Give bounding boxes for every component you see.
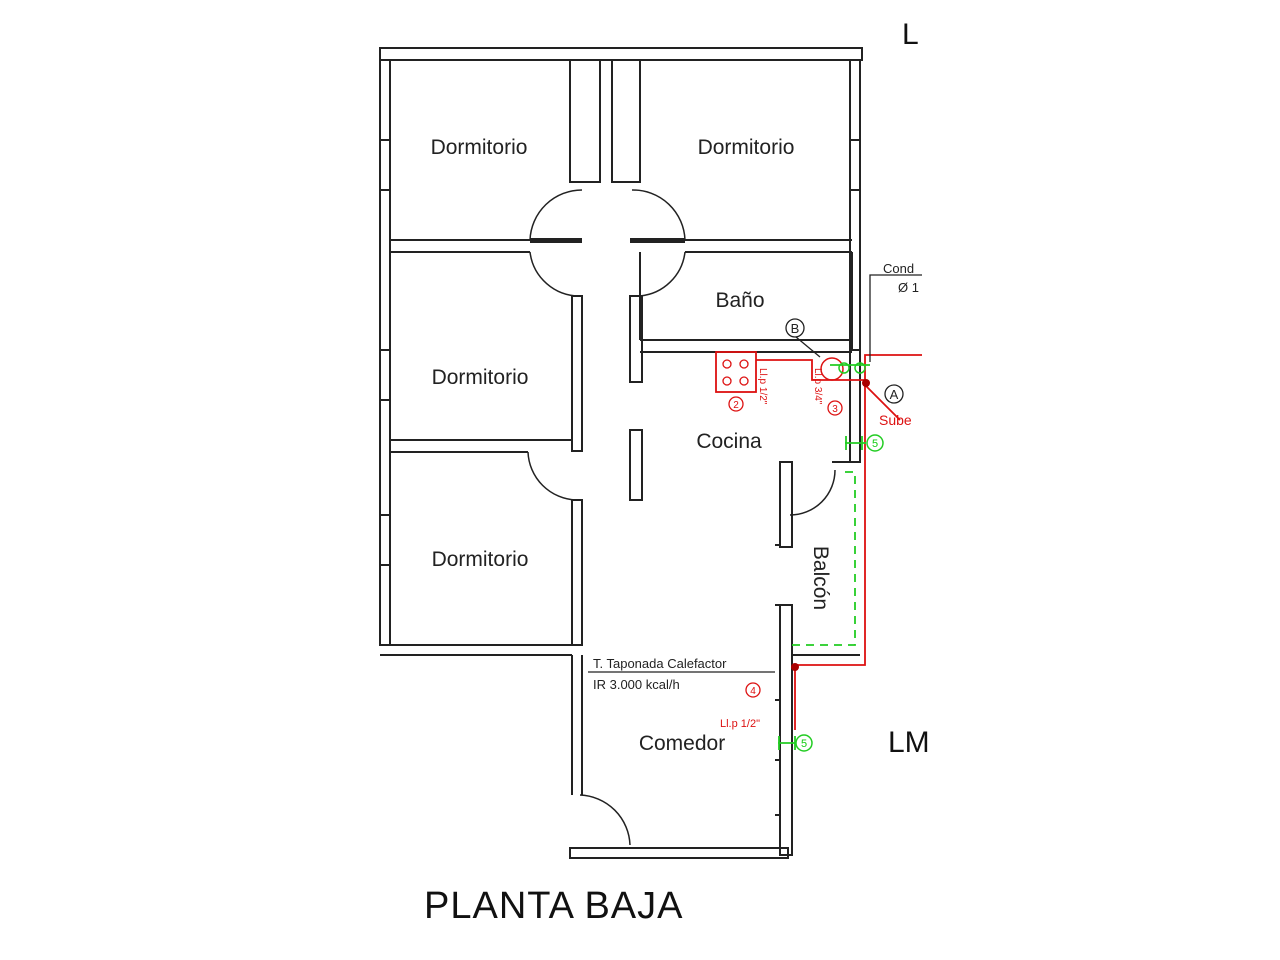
cond-label-line2: Ø 1 bbox=[898, 280, 919, 295]
svg-text:3: 3 bbox=[832, 404, 838, 415]
marker-5-comedor: 5 bbox=[795, 734, 813, 752]
room-label-dormitorio-top-left: Dormitorio bbox=[431, 136, 528, 159]
room-label-balcon: Balcón bbox=[809, 546, 832, 610]
llp-three-quarter-label: Ll.p 3/4" bbox=[812, 368, 823, 405]
calefactor-label-line2: IR 3.000 kcal/h bbox=[593, 677, 680, 692]
calefactor-label-line1: T. Taponada Calefactor bbox=[593, 656, 727, 671]
ventilation bbox=[778, 362, 870, 750]
lm-label-top: L bbox=[902, 18, 919, 51]
walls bbox=[379, 47, 863, 859]
llp-half-comedor-label: Ll.p 1/2" bbox=[720, 718, 760, 730]
svg-text:A: A bbox=[890, 387, 899, 402]
svg-text:B: B bbox=[791, 321, 800, 336]
leader-lines bbox=[588, 274, 922, 673]
marker-3: 3 bbox=[827, 400, 843, 416]
marker-2: 2 bbox=[728, 396, 744, 412]
marker-4: 4 bbox=[745, 682, 761, 698]
sube-label: Sube bbox=[879, 412, 912, 428]
gas-pipes bbox=[715, 351, 922, 730]
svg-text:5: 5 bbox=[872, 438, 878, 450]
room-label-comedor: Comedor bbox=[639, 732, 725, 755]
marker-5-kitchen: 5 bbox=[866, 434, 884, 452]
svg-text:5: 5 bbox=[801, 738, 807, 750]
llp-half-kitchen-label: Ll.p 1/2" bbox=[757, 368, 768, 405]
svg-text:2: 2 bbox=[733, 400, 739, 411]
plan-title: PLANTA BAJA bbox=[424, 885, 684, 927]
room-label-cocina: Cocina bbox=[696, 430, 762, 453]
room-label-dormitorio-bottom: Dormitorio bbox=[432, 548, 529, 571]
cond-label-line1: Cond bbox=[883, 261, 914, 276]
svg-text:4: 4 bbox=[750, 686, 756, 697]
room-label-dormitorio-middle: Dormitorio bbox=[432, 366, 529, 389]
lm-label-right: LM bbox=[888, 726, 930, 759]
marker-b: B bbox=[785, 318, 805, 338]
room-label-bano: Baño bbox=[715, 289, 764, 312]
room-label-dormitorio-top-right: Dormitorio bbox=[698, 136, 795, 159]
marker-a: A bbox=[884, 384, 904, 404]
doors bbox=[527, 189, 836, 846]
